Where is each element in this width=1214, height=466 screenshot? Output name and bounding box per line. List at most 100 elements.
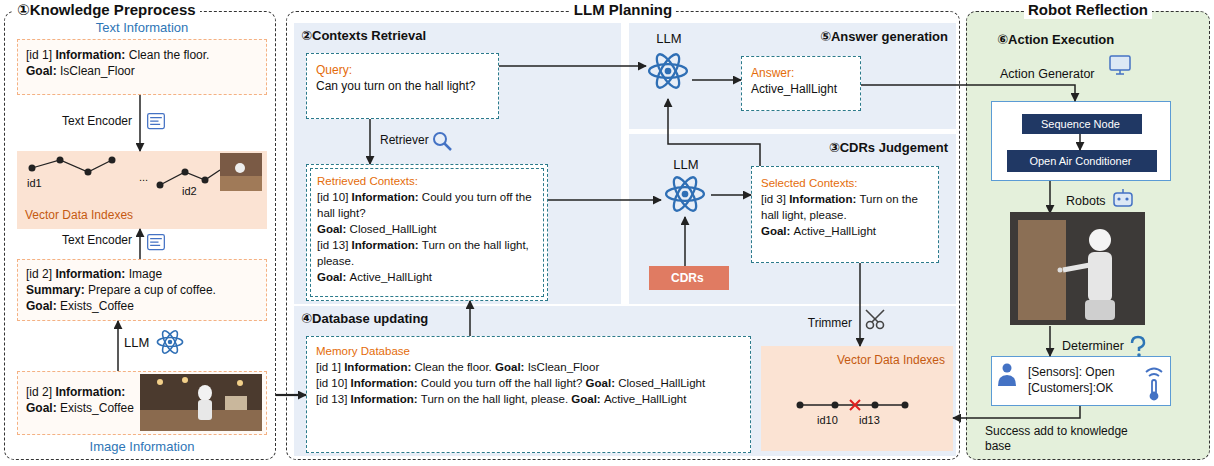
- index-id: id2: [182, 185, 197, 198]
- rule-box: CDRs: [649, 266, 729, 290]
- box-text: [Sensors]: Open: [1028, 365, 1115, 379]
- box-text: Clean the floor.: [129, 48, 210, 62]
- text-block: [id 1]Information: Clean the floor.Goal:I…: [18, 40, 266, 86]
- box-heading: Answer:: [751, 66, 794, 80]
- box-text: Goal:: [571, 393, 600, 405]
- box-text: Goal:: [317, 223, 346, 235]
- text-line: Open Air Conditioner: [1007, 154, 1157, 168]
- edge-label: Trimmer: [796, 316, 852, 331]
- box-text: Information:: [352, 191, 419, 203]
- text-line: Can you turn on the hall light?: [316, 78, 489, 94]
- component-label: Determiner: [1062, 338, 1124, 354]
- box-text: Information:: [351, 377, 418, 389]
- text-line: Goal:IsClean_Floor: [26, 63, 258, 79]
- box-text: Information:: [352, 239, 419, 251]
- component-label: Action Generator: [1000, 66, 1095, 82]
- edge-label: LLM: [124, 335, 154, 350]
- knowledge-box: [id 2]Information:ImageSummary:Prepare a…: [17, 259, 267, 321]
- text-block: [id 2]Information:Goal:Exists_Coffee: [18, 372, 266, 422]
- stage-title: ②Contexts Retrieval: [301, 28, 426, 44]
- text-block: Answer: Active_HallLight: [742, 57, 860, 105]
- section-heading: Image Information: [18, 439, 266, 455]
- text-line: Selected Contexts:: [761, 175, 929, 191]
- box-text: Goal:: [317, 271, 346, 283]
- box-text: Active_HallLight: [350, 271, 432, 283]
- text-line: [Sensors]: Open: [1028, 364, 1162, 380]
- box-text: [id 1]: [26, 48, 52, 62]
- text-line: Retrieved Contexts:: [317, 173, 537, 189]
- robot-photo: Robots: [1011, 213, 1146, 326]
- panel-frame: ①Knowledge Preprocess[id 1]Information:C…: [4, 11, 276, 460]
- box-text: Goal:: [26, 401, 57, 415]
- box-text: [id 13]: [317, 239, 348, 251]
- text-line: Goal: Active_HallLight: [317, 269, 537, 285]
- box-text: [id 2]: [26, 385, 52, 399]
- flow-arrow: [117, 321, 119, 371]
- llm-node: LLM: [661, 157, 711, 217]
- component-label: Robots: [1066, 193, 1106, 209]
- llm-label: LLM: [646, 31, 692, 47]
- text-block: Retrieved Contexts:[id 10]Information:Co…: [307, 165, 547, 293]
- section-heading: Text Information: [18, 20, 266, 36]
- panel-title: Robot Reflection: [1024, 1, 1152, 19]
- stage-region: ②Contexts RetrievalQuery:Can you turn on…: [294, 23, 621, 304]
- stage-title: ⑤Answer generation: [820, 29, 948, 45]
- text-line: Goal:Exists_Coffee: [26, 400, 138, 416]
- edge-label: Retriever: [380, 133, 436, 148]
- box-text: Can you turn on the hall light?: [316, 79, 475, 93]
- box-text: [id 3]: [761, 193, 786, 205]
- box-text: [id 10]: [316, 377, 347, 389]
- knowledge-box: [id 2]Information:Goal:Exists_CoffeeImag…: [17, 371, 267, 435]
- behavior-node: Sequence Node: [1022, 114, 1142, 134]
- llm-label: LLM: [661, 157, 711, 173]
- box-text: Goal:: [495, 361, 524, 373]
- text-block: Memory Database[id 1]Information:Clean t…: [307, 337, 750, 413]
- text-block: Sequence Node: [1022, 114, 1142, 134]
- index-title: Vector Data Indexes: [837, 353, 945, 368]
- text-line: Memory Database: [316, 343, 741, 359]
- text-line: [id 10]Information:Could you turn off th…: [317, 189, 537, 221]
- box-text: IsClean_Floor: [528, 361, 600, 373]
- box-text: Closed_HallLight: [350, 223, 437, 235]
- text-line: Goal: Active_HallLight: [761, 223, 929, 239]
- stage-region: ⑤Answer generation LLM Answer: Active_HallL…: [629, 23, 956, 129]
- box-text: Information:: [344, 361, 411, 373]
- text-line: Goal: Closed_HallLight: [317, 221, 537, 237]
- box-text: Prepare a cup of coffee.: [88, 283, 216, 297]
- box-text: [id 10]: [317, 191, 348, 203]
- box-text: [Customers]:OK: [1028, 381, 1113, 395]
- box-text: Open Air Conditioner: [1029, 155, 1131, 167]
- box-text: Goal:: [761, 225, 790, 237]
- index-id: id10: [817, 414, 838, 427]
- panel-frame: Robot Reflection⑥Action ExecutionAction …: [966, 11, 1210, 460]
- edge-label: Text Encoder: [50, 114, 132, 129]
- text-block: CDRs: [649, 266, 729, 290]
- box-text: Active_HallLight: [604, 393, 686, 405]
- box-text: Sequence Node: [1041, 118, 1120, 130]
- text-block: Selected Contexts:[id 3]Information:Turn…: [752, 167, 938, 247]
- panel-title: LLM Planning: [570, 1, 676, 19]
- text-line: Answer:: [751, 65, 851, 81]
- box-text: CDRs: [671, 271, 704, 285]
- answer-box: Answer: Active_HallLight: [741, 56, 861, 111]
- context-box: Selected Contexts:[id 3]Information:Turn…: [751, 166, 939, 263]
- box-text: Active_HallLight: [794, 225, 876, 237]
- text-line: [id 2]Information:Image: [26, 266, 258, 282]
- text-line: Goal:Exists_Coffee: [26, 298, 258, 314]
- text-block: Query:Can you turn on the hall light?: [307, 54, 498, 102]
- text-block: [Sensors]: Open [Customers]:OK: [992, 357, 1170, 403]
- text-line: CDRs: [649, 270, 729, 286]
- box-text: [id 13]: [316, 393, 347, 405]
- action-box: Action GeneratorSequence NodeOpen Air Co…: [991, 101, 1171, 181]
- index-title: Vector Data Indexes: [25, 208, 133, 223]
- box-text: Goal:: [26, 299, 57, 313]
- index-id: id13: [859, 414, 880, 427]
- text-line: [id 1]Information: Clean the floor.: [26, 47, 258, 63]
- box-text: Active_HallLight: [751, 82, 837, 96]
- box-text: IsClean_Floor: [60, 64, 135, 78]
- box-text: Information:: [55, 48, 125, 62]
- edge-label: Success add to knowledge base: [985, 424, 1135, 454]
- box-text: Goal:: [586, 377, 615, 389]
- query-box: Query:Can you turn on the hall light?: [306, 53, 499, 119]
